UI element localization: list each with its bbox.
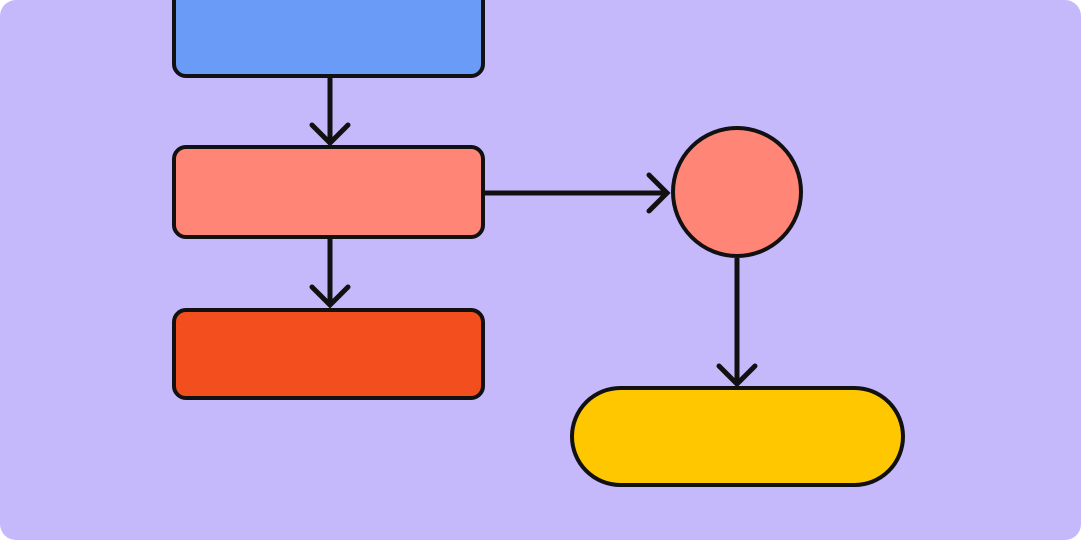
flow-node-middle-rectangle[interactable] <box>172 145 485 239</box>
flow-node-pill[interactable] <box>570 386 905 487</box>
connector-middle-to-circle[interactable] <box>483 172 671 214</box>
arrowhead-down-icon <box>309 122 351 147</box>
flow-node-top-rectangle[interactable] <box>172 0 485 78</box>
arrowhead-right-icon <box>646 172 671 214</box>
arrowhead-down-icon <box>309 284 351 309</box>
flow-node-bottom-rectangle[interactable] <box>172 308 485 400</box>
connector-circle-to-pill[interactable] <box>716 258 758 388</box>
connector-middle-to-bottom[interactable] <box>309 237 351 309</box>
connector-top-to-middle[interactable] <box>309 76 351 147</box>
flow-node-circle[interactable] <box>671 126 803 258</box>
arrowhead-down-icon <box>716 363 758 388</box>
